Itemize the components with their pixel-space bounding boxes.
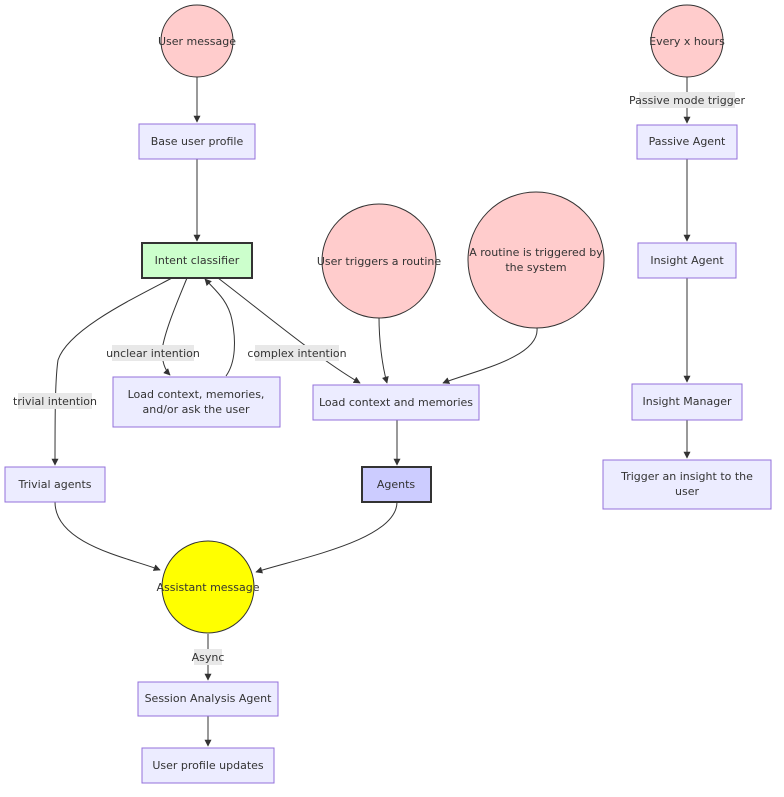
svg-text:trivial intention: trivial intention (13, 395, 97, 408)
edge-label-complex-intention: complex intention (247, 345, 347, 361)
edge-load-context-ask-to-intent (204, 278, 235, 377)
svg-text:Passive mode trigger: Passive mode trigger (629, 94, 745, 107)
svg-text:Intent classifier: Intent classifier (155, 254, 240, 267)
node-user-profile-updates: User profile updates (141, 747, 275, 784)
svg-text:unclear intention: unclear intention (106, 347, 200, 360)
node-trigger-insight-to-user: Trigger an insight to the user (602, 459, 772, 510)
edge-intent-to-trivial-agents (51, 277, 173, 466)
edge-system-routine-to-load-context (442, 327, 538, 384)
node-passive-agent: Passive Agent (636, 124, 738, 160)
svg-text:A routine is triggered by: A routine is triggered by (469, 246, 603, 259)
svg-text:Load context, memories,: Load context, memories, (128, 388, 265, 401)
edge-label-unclear-intention: unclear intention (106, 345, 200, 361)
svg-text:Every x hours: Every x hours (649, 35, 725, 48)
svg-text:Async: Async (192, 651, 225, 664)
node-assistant-message: Assistant message (156, 540, 260, 634)
svg-text:complex intention: complex intention (247, 347, 346, 360)
svg-text:Trigger an insight to the: Trigger an insight to the (620, 470, 753, 483)
svg-text:Insight Manager: Insight Manager (643, 395, 732, 408)
svg-text:User profile updates: User profile updates (152, 759, 264, 772)
edge-label-trivial-intention: trivial intention (13, 393, 97, 409)
node-session-analysis-agent: Session Analysis Agent (137, 681, 279, 717)
node-load-context-ask-user: Load context, memories, and/or ask the u… (112, 376, 281, 428)
edge-labels: unclear intention complex intention triv… (13, 92, 745, 665)
svg-text:Assistant message: Assistant message (156, 581, 259, 594)
svg-text:Session Analysis Agent: Session Analysis Agent (145, 692, 273, 705)
svg-text:the system: the system (505, 261, 566, 274)
node-user-triggers-routine: User triggers a routine (317, 203, 442, 319)
node-agents: Agents (361, 466, 432, 503)
svg-text:User triggers a routine: User triggers a routine (317, 255, 442, 268)
svg-text:Insight Agent: Insight Agent (650, 254, 724, 267)
edge-label-async: Async (192, 649, 225, 665)
edge-label-passive-mode-trigger: Passive mode trigger (629, 92, 745, 108)
svg-text:and/or ask the user: and/or ask the user (142, 403, 250, 416)
node-insight-manager: Insight Manager (631, 383, 743, 421)
svg-text:Trivial agents: Trivial agents (17, 478, 91, 491)
node-base-user-profile: Base user profile (138, 123, 256, 160)
edge-trivial-agents-to-assistant (54, 501, 161, 571)
svg-text:Agents: Agents (377, 478, 416, 491)
nodes: User message Base user profile Intent cl… (4, 4, 772, 784)
node-user-message: User message (158, 4, 236, 78)
node-intent-classifier: Intent classifier (141, 242, 253, 279)
node-trivial-agents: Trivial agents (4, 466, 106, 503)
svg-text:User message: User message (158, 35, 236, 48)
edge-agents-to-assistant (255, 501, 398, 574)
edge-user-routine-to-load-context (378, 316, 389, 384)
node-insight-agent: Insight Agent (637, 242, 737, 279)
svg-text:Load context and memories: Load context and memories (319, 396, 473, 409)
node-every-x-hours: Every x hours (649, 4, 725, 78)
node-routine-triggered-by-system: A routine is triggered by the system (467, 191, 605, 329)
svg-text:Base user profile: Base user profile (151, 135, 244, 148)
node-load-context-memories: Load context and memories (312, 384, 480, 421)
svg-text:Passive Agent: Passive Agent (649, 135, 726, 148)
svg-text:user: user (675, 485, 699, 498)
edge-intent-to-load-context-memories (217, 277, 361, 384)
